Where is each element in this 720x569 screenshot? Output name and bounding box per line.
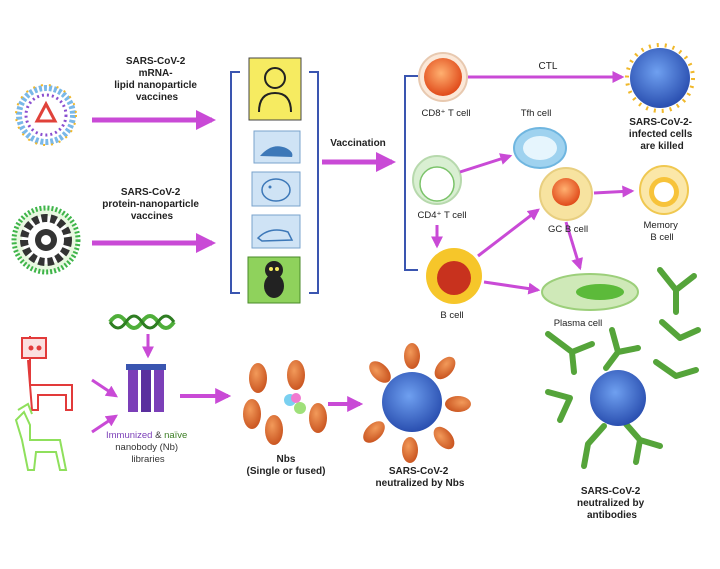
tfh-label: Tfh cell bbox=[521, 108, 552, 119]
red-llama-icon bbox=[21, 336, 73, 411]
memory-b-cell bbox=[639, 165, 689, 215]
virus-neutralized-by-antibodies-icon bbox=[545, 267, 701, 469]
plasma-label: Plasma cell bbox=[554, 318, 603, 329]
protein-vaccine-label: SARS-CoV-2 protein-nanoparticle vaccines bbox=[102, 187, 201, 222]
species-left-bracket bbox=[230, 71, 240, 294]
hamster-icon bbox=[253, 130, 301, 164]
nbs-label: Nbs bbox=[277, 454, 296, 465]
cd4-t-cell bbox=[412, 155, 462, 205]
libraries-label: Immunized & naïve nanobody (Nb) librarie… bbox=[106, 430, 190, 465]
b-to-plasma-arrow bbox=[483, 280, 541, 295]
amp-word: & bbox=[152, 430, 164, 441]
green-llama-arrow bbox=[91, 414, 118, 434]
cd4-to-tfh-arrow bbox=[459, 153, 513, 174]
nanobody-cluster-icon bbox=[243, 360, 327, 445]
green-llama-icon bbox=[14, 402, 68, 471]
species-right-bracket bbox=[309, 71, 319, 294]
immune-cell-bracket bbox=[404, 75, 418, 271]
neutralized-nbs-label: SARS-CoV-2 neutralized by Nbs bbox=[376, 466, 465, 489]
infected-cell-virus-icon bbox=[625, 43, 695, 113]
b-to-gcb-arrow bbox=[477, 208, 540, 258]
cd8-label: CD8⁺ T cell bbox=[421, 108, 470, 119]
monkey-icon bbox=[247, 256, 301, 304]
dna-helix-strand-icon bbox=[108, 314, 176, 330]
plasma-cell bbox=[541, 273, 639, 311]
mouse-icon bbox=[251, 171, 301, 207]
gcb-to-plasma-arrow bbox=[564, 221, 583, 271]
antibody-bound-virus-icon bbox=[590, 370, 646, 426]
ctl-label: CTL bbox=[539, 61, 558, 72]
red-llama-arrow bbox=[91, 378, 118, 398]
mrna-lipid-nanoparticle-icon bbox=[15, 84, 77, 146]
mrna-vaccine-label: SARS-CoV-2 mRNA- lipid nanoparticle vacc… bbox=[114, 56, 200, 103]
b-cell-label: B cell bbox=[440, 310, 463, 321]
b-cell bbox=[426, 248, 482, 304]
nanobody-library-tubes-icon bbox=[126, 364, 166, 412]
naive-word: naïve bbox=[164, 430, 187, 441]
gc-b-label: GC B cell bbox=[548, 224, 588, 235]
neutralized-antibodies-label: SARS-CoV-2 neutralized by antibodies bbox=[577, 486, 647, 521]
cd4-label: CD4⁺ T cell bbox=[417, 210, 466, 221]
memory-b-label: Memory B cell bbox=[644, 220, 681, 243]
immunized-word: Immunized bbox=[106, 430, 152, 441]
virus-neutralized-by-nbs-icon bbox=[363, 343, 471, 463]
tfh-cell bbox=[513, 127, 567, 169]
nbs-sub-label: (Single or fused) bbox=[247, 466, 326, 477]
infected-killed-label: SARS-CoV-2- infected cells are killed bbox=[629, 117, 695, 152]
cd8-t-cell bbox=[418, 52, 468, 102]
human-icon bbox=[248, 57, 302, 121]
vaccination-label: Vaccination bbox=[330, 138, 386, 149]
protein-nanoparticle-icon bbox=[11, 205, 81, 275]
gcb-to-memory-arrow bbox=[593, 185, 635, 198]
gc-b-cell bbox=[539, 167, 593, 221]
ferret-icon bbox=[251, 214, 301, 249]
